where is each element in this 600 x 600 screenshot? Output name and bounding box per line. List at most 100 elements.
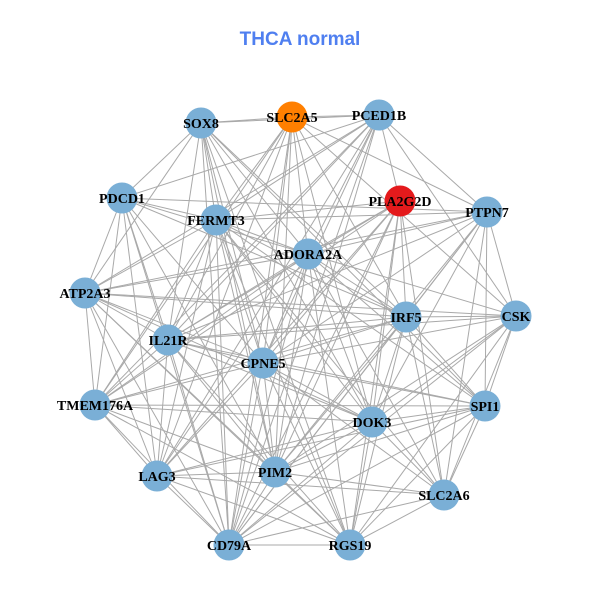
edge-ADORA2A-CSK <box>307 253 517 317</box>
node-circle[interactable] <box>185 107 217 139</box>
edge-ADORA2A-RGS19 <box>307 253 351 546</box>
edge-SOX8-CPNE5 <box>200 122 264 364</box>
node-pced1b[interactable]: PCED1B <box>352 99 406 131</box>
edge-ADORA2A-ATP2A3 <box>84 253 309 294</box>
edge-LAG3-RGS19 <box>156 475 351 546</box>
edge-FERMT3-ATP2A3 <box>84 219 217 294</box>
node-circle[interactable] <box>469 390 501 422</box>
edge-PCED1B-ATP2A3 <box>84 114 380 294</box>
edge-LAG3-SLC2A6 <box>156 475 445 496</box>
edge-IL21R-RGS19 <box>167 339 351 546</box>
node-il21r[interactable]: IL21R <box>149 324 189 356</box>
node-circle[interactable] <box>471 196 503 228</box>
edge-SLC2A6-RGS19 <box>349 494 445 546</box>
node-lag3[interactable]: LAG3 <box>138 460 176 492</box>
edge-ADORA2A-PIM2 <box>274 253 309 473</box>
edge-CPNE5-TMEM176A <box>94 362 264 406</box>
edge-SLC2A5-CSK <box>291 116 517 317</box>
node-label: FERMT3 <box>187 214 245 229</box>
node-circle[interactable] <box>141 460 173 492</box>
edge-SLC2A5-IL21R <box>167 116 293 341</box>
edge-PTPN7-SPI1 <box>484 211 488 407</box>
node-cpne5[interactable]: CPNE5 <box>240 347 286 379</box>
edge-IL21R-DOK3 <box>167 339 373 423</box>
node-tmem176a[interactable]: TMEM176A <box>57 389 134 421</box>
node-circle[interactable] <box>259 456 291 488</box>
node-label: PCED1B <box>352 109 406 124</box>
node-label: DOK3 <box>353 416 392 431</box>
node-fermt3[interactable]: FERMT3 <box>187 204 245 236</box>
node-circle[interactable] <box>390 301 422 333</box>
node-circle[interactable] <box>292 238 324 270</box>
edge-TMEM176A-DOK3 <box>94 404 373 423</box>
node-circle[interactable] <box>428 479 460 511</box>
node-circle[interactable] <box>200 204 232 236</box>
edge-CPNE5-SLC2A6 <box>262 362 445 496</box>
edge-PIM2-SLC2A6 <box>274 471 445 496</box>
node-label: LAG3 <box>138 470 175 485</box>
node-rgs19[interactable]: RGS19 <box>329 529 372 561</box>
edge-SPI1-SLC2A6 <box>443 405 486 496</box>
edge-TMEM176A-RGS19 <box>94 404 351 546</box>
node-slc2a6[interactable]: SLC2A6 <box>418 479 470 511</box>
edge-SLC2A5-TMEM176A <box>94 116 293 406</box>
edge-SLC2A5-LAG3 <box>156 116 293 477</box>
edge-PTPN7-IL21R <box>167 211 488 341</box>
node-label: CD79A <box>207 539 252 554</box>
node-circle[interactable] <box>384 185 416 217</box>
node-atp2a3[interactable]: ATP2A3 <box>59 277 111 309</box>
edge-PTPN7-CPNE5 <box>262 211 488 364</box>
node-pim2[interactable]: PIM2 <box>258 456 292 488</box>
node-csk[interactable]: CSK <box>500 300 532 332</box>
edge-TMEM176A-PIM2 <box>94 404 276 473</box>
node-pla2g2d[interactable]: PLA2G2D <box>369 185 432 217</box>
node-circle[interactable] <box>276 101 308 133</box>
edge-IL21R-PIM2 <box>167 339 276 473</box>
edge-IRF5-CPNE5 <box>262 316 407 364</box>
node-slc2a5[interactable]: SLC2A5 <box>266 101 318 133</box>
node-dok3[interactable]: DOK3 <box>353 406 392 438</box>
node-circle[interactable] <box>152 324 184 356</box>
edge-CPNE5-SPI1 <box>262 362 486 407</box>
edge-CSK-IL21R <box>167 315 517 341</box>
edge-ADORA2A-TMEM176A <box>94 253 309 406</box>
edge-ADORA2A-CPNE5 <box>262 253 309 364</box>
node-label: ATP2A3 <box>59 287 110 302</box>
edge-PDCD1-TMEM176A <box>94 197 123 406</box>
node-pdcd1[interactable]: PDCD1 <box>99 182 145 214</box>
node-label: IRF5 <box>390 311 421 326</box>
node-circle[interactable] <box>69 277 101 309</box>
node-circle[interactable] <box>363 99 395 131</box>
node-circle[interactable] <box>213 529 245 561</box>
node-circle[interactable] <box>247 347 279 379</box>
edge-TMEM176A-LAG3 <box>94 404 158 477</box>
edge-CPNE5-PIM2 <box>262 362 276 473</box>
node-irf5[interactable]: IRF5 <box>390 301 422 333</box>
edge-SOX8-IL21R <box>167 122 202 341</box>
edge-PDCD1-PIM2 <box>121 197 276 473</box>
edge-SLC2A5-PIM2 <box>274 116 293 473</box>
edge-PDCD1-CD79A <box>121 197 230 546</box>
edge-FERMT3-PLA2G2D <box>215 200 401 221</box>
edge-PCED1B-PTPN7 <box>378 114 488 213</box>
edge-SOX8-IRF5 <box>200 122 407 318</box>
edge-ATP2A3-TMEM176A <box>84 292 96 406</box>
node-circle[interactable] <box>356 406 388 438</box>
edge-SOX8-PDCD1 <box>121 122 202 199</box>
edge-PLA2G2D-SLC2A6 <box>399 200 445 496</box>
node-ptpn7[interactable]: PTPN7 <box>465 196 509 228</box>
edge-PDCD1-FERMT3 <box>121 197 217 221</box>
node-circle[interactable] <box>79 389 111 421</box>
node-circle[interactable] <box>334 529 366 561</box>
node-circle[interactable] <box>106 182 138 214</box>
edge-CSK-PIM2 <box>274 315 517 473</box>
node-label: PIM2 <box>258 466 292 481</box>
node-cd79a[interactable]: CD79A <box>207 529 252 561</box>
node-adora2a[interactable]: ADORA2A <box>274 238 343 270</box>
node-spi1[interactable]: SPI1 <box>469 390 501 422</box>
edge-PLA2G2D-LAG3 <box>156 200 401 477</box>
edge-SOX8-FERMT3 <box>200 122 217 221</box>
node-sox8[interactable]: SOX8 <box>183 107 219 139</box>
node-circle[interactable] <box>500 300 532 332</box>
edge-CSK-SPI1 <box>484 315 517 407</box>
